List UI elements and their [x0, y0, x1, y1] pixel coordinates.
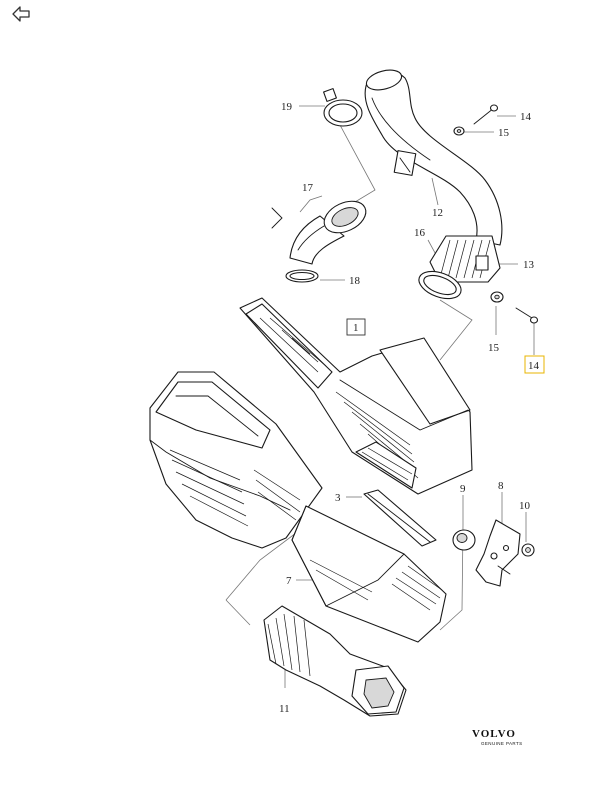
- callout-15-top[interactable]: 15: [498, 127, 510, 139]
- intake-duct-part-11: [263, 605, 407, 717]
- grommet-part-9: [452, 529, 476, 551]
- callout-11[interactable]: 11: [279, 703, 290, 715]
- callout-14-highlight-box: [524, 355, 545, 374]
- clamp-part-19: [323, 88, 363, 127]
- callout-18[interactable]: 18: [349, 275, 361, 287]
- callout-16[interactable]: 16: [414, 227, 426, 239]
- screw-part-14-top: [473, 104, 499, 125]
- back-arrow-icon[interactable]: [10, 4, 32, 24]
- leader-lines: [225, 105, 535, 688]
- filter-element-part-7: [291, 505, 447, 643]
- brand-name: VOLVO: [472, 728, 516, 740]
- elbow-part-17: [271, 200, 367, 265]
- callout-19[interactable]: 19: [281, 101, 293, 113]
- callout-13[interactable]: 13: [523, 259, 535, 271]
- callout-3[interactable]: 3: [335, 492, 341, 504]
- air-cleaner-lower-housing: [149, 371, 323, 549]
- callout-14-top[interactable]: 14: [520, 111, 532, 123]
- intake-pipe-part-12: [364, 69, 503, 246]
- group-label-box: [346, 318, 366, 336]
- callout-14-bottom[interactable]: 14: [528, 360, 540, 372]
- callout-17[interactable]: 17: [302, 182, 314, 194]
- group-label-1[interactable]: 1: [353, 322, 359, 334]
- bracket-part-8: [475, 519, 521, 587]
- callout-7[interactable]: 7: [286, 575, 292, 587]
- air-cleaner-cover: [239, 297, 473, 495]
- gasket-part-3: [363, 489, 437, 547]
- callout-9[interactable]: 9: [460, 483, 466, 495]
- callout-10[interactable]: 10: [519, 500, 531, 512]
- callout-15-bottom[interactable]: 15: [488, 342, 500, 354]
- screw-part-14-bottom: [515, 307, 539, 324]
- washer-part-15-top: [453, 126, 465, 136]
- callout-12[interactable]: 12: [432, 207, 443, 219]
- volvo-genuine-parts-logo: VOLVO GENUINE PARTS: [472, 728, 523, 746]
- brand-tagline: GENUINE PARTS: [481, 741, 523, 746]
- seal-ring-part-16: [418, 270, 462, 300]
- washer-part-15-bottom: [490, 291, 504, 303]
- callout-8[interactable]: 8: [498, 480, 504, 492]
- clamp-part-18: [285, 269, 319, 283]
- connector-part-13: [429, 235, 501, 283]
- callout-labels: 19 17 18 12 16 13 14 15 15 14 1 3 7 9 8 …: [279, 101, 545, 715]
- nut-part-10: [521, 543, 535, 557]
